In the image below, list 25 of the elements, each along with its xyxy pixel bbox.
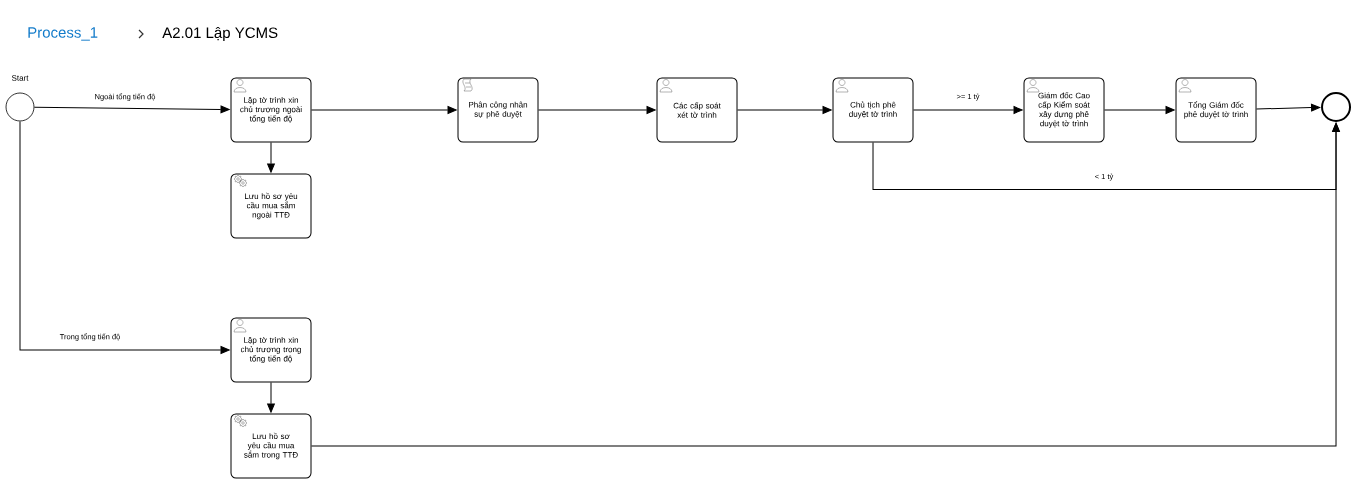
arrow: [737, 106, 832, 114]
start-event-circle: [5, 92, 35, 122]
task-box: Tổng Giám đốc phê duyệt tờ trình: [1175, 77, 1257, 143]
task-box: Chủ tịch phê duyệt tờ trình: [832, 77, 914, 143]
task-box: Phân công nhân sự phê duyệt: [457, 77, 539, 143]
arrow: [1256, 103, 1321, 112]
end-event-circle: [1321, 92, 1351, 122]
task-box: Lưu hồ sơ yêu cầu mua sắm ngoài TTĐ: [230, 173, 312, 239]
task-box: Giám đốc Cao cấp Kiểm soát xây dựng phê duyệt tờ trình: [1023, 77, 1105, 143]
page-title: A2.01 Lập YCMS: [162, 27, 278, 41]
arrow: [538, 106, 656, 114]
arrow: [311, 122, 1340, 447]
arrow: [913, 106, 1023, 114]
task-box: Các cấp soát xét tờ trình: [656, 77, 738, 143]
arrow: [19, 120, 230, 354]
task-box: Lập tờ trình xin chủ trương trong tổng tiến độ: [230, 317, 312, 383]
task-box: Lưu hồ sơ yêu cầu mua sắm trong TTĐ: [230, 413, 312, 479]
arrow: [33, 105, 230, 114]
event-label: Start: [11, 75, 29, 81]
arrow: [1104, 106, 1175, 114]
arrow: [311, 106, 457, 114]
arrow: [267, 382, 275, 413]
breadcrumb-link: Process_1: [28, 27, 98, 41]
task-box: Lập tờ trình xin chủ trương ngoài tổng tiến độ: [230, 77, 312, 143]
arrow: [267, 142, 275, 173]
